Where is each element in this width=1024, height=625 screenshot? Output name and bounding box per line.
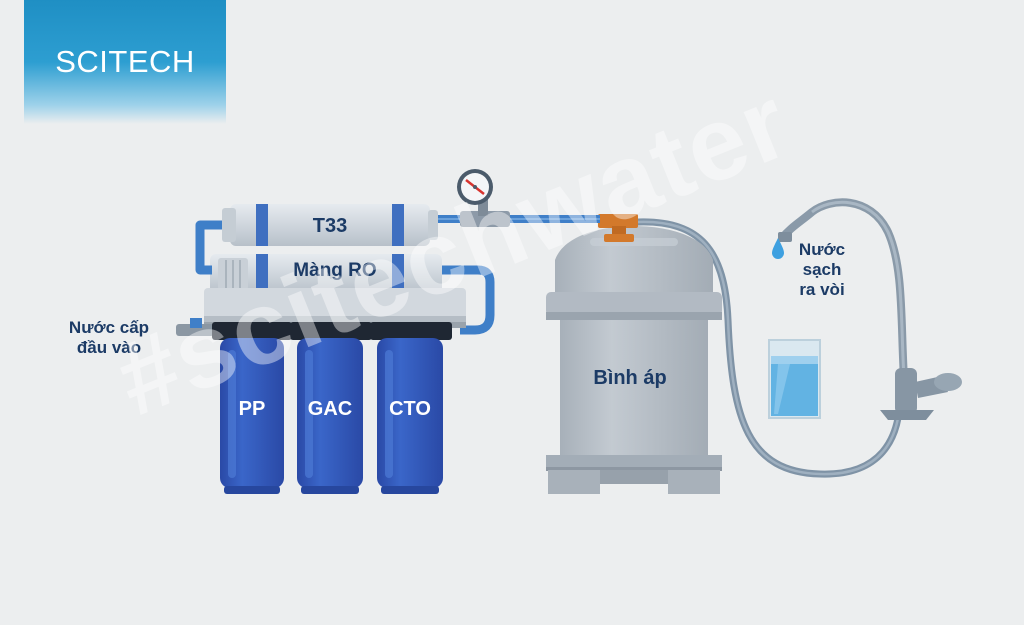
t33-tube	[222, 204, 438, 246]
t33-label: T33	[312, 215, 348, 237]
logo-text: SCITECH	[55, 44, 195, 79]
tank-tee-fitting	[598, 214, 638, 242]
water-glass-icon	[768, 339, 821, 419]
inlet-label: Nước cấp đầu vào	[68, 318, 150, 358]
pressure-tank-label: Bình áp	[593, 367, 667, 389]
filter-pp-label: PP	[238, 398, 266, 420]
pressure-tank	[546, 226, 722, 494]
filter-gac-label: GAC	[307, 398, 353, 420]
filter-cto-label: CTO	[389, 398, 431, 420]
ro-membrane-housing	[210, 254, 442, 294]
outlet-hose-highlight	[636, 220, 902, 476]
inlet-valve	[176, 318, 214, 336]
t33-to-ro-tube	[195, 220, 222, 275]
pressure-gauge-icon	[457, 169, 493, 205]
ro-membrane-label: Màng RO	[293, 260, 377, 281]
filter-pp	[212, 322, 292, 494]
water-drop-icon	[772, 238, 784, 259]
filter-gac	[290, 322, 372, 494]
ro-to-manifold-tube	[442, 265, 495, 335]
logo-badge: SCITECH	[24, 0, 226, 124]
faucet-icon	[778, 198, 962, 420]
outlet-label: Nước sạch ra vòi	[798, 240, 846, 300]
filter-cto	[370, 322, 452, 494]
